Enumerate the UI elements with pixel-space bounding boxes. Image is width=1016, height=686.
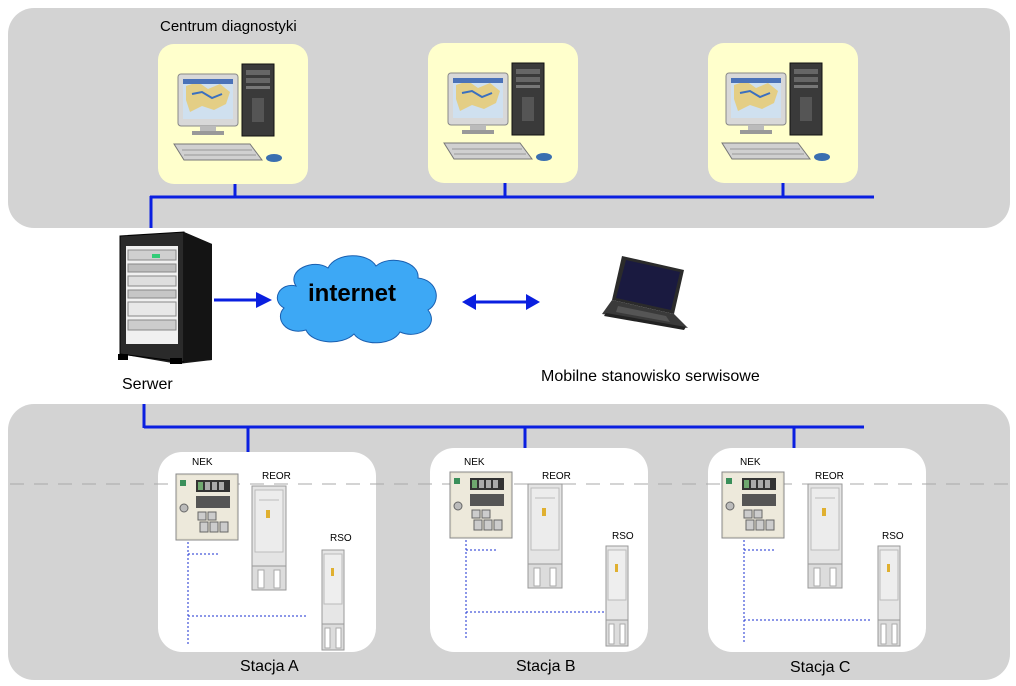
rso-label: RSO [612,531,634,542]
reor-label: REOR [815,471,844,482]
station-b-label: Stacja B [516,658,576,675]
reor-label: REOR [262,471,291,482]
cloud-icon [276,255,437,344]
station-c-dotted-links [743,540,872,644]
server-label: Serwer [122,376,173,393]
server-to-internet-arrow [214,292,272,308]
station-a-dotted-links [187,542,306,644]
station-b-dotted-links [465,540,604,640]
bottom-network-bus [142,404,864,452]
laptop-icon [602,256,688,330]
station-c-label: Stacja C [790,659,851,676]
rso-label: RSO [882,531,904,542]
top-network-bus [149,183,874,228]
nek-cabinet-icon [721,471,785,539]
nek-label: NEK [464,457,485,468]
desktop-computer-icon [721,62,831,162]
nek-label: NEK [192,457,213,468]
desktop-computer-icon [173,63,283,163]
reor-label: REOR [542,471,571,482]
centrum-title: Centrum diagnostyki [160,18,297,35]
rso-cabinet-icon [605,545,629,647]
reor-cabinet-icon [251,485,287,591]
reor-cabinet-icon [807,483,843,589]
internet-laptop-double-arrow [462,294,540,310]
rso-label: RSO [330,533,352,544]
nek-cabinet-icon [449,471,513,539]
mobile-station-label: Mobilne stanowisko serwisowe [541,368,760,385]
rso-cabinet-icon [877,545,901,647]
rso-cabinet-icon [321,549,345,651]
station-a-label: Stacja A [240,658,299,675]
nek-label: NEK [740,457,761,468]
internet-label: internet [308,280,397,307]
desktop-computer-icon [443,62,553,162]
server-rack-icon [118,231,212,364]
reor-cabinet-icon [527,483,563,589]
nek-cabinet-icon [175,473,239,541]
